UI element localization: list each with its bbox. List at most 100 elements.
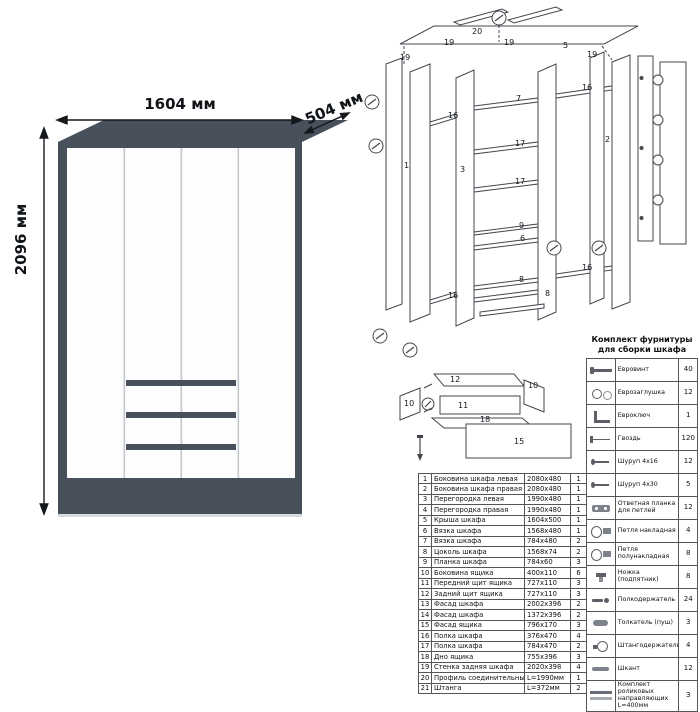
hardware-row: Евроключ 1 — [586, 404, 698, 428]
hexkey-icon — [589, 409, 613, 424]
parts-list-table: 1 Боковина шкафа левая 2080х480 1 2 Боко… — [418, 472, 587, 695]
part-number: 8 — [418, 546, 432, 558]
part-name: Полка шкафа — [431, 630, 525, 642]
hardware-kit: Комплект фурнитуры для сборки шкафа Евро… — [586, 335, 698, 712]
hardware-table: Евровинт 40 Еврозаглушка 12 Евроключ 1 Г… — [586, 358, 698, 712]
part-size: 1372х396 — [524, 609, 571, 621]
hardware-qty: 8 — [678, 542, 698, 566]
parts-table-row: 2 Боковина шкафа правая 2080х480 1 — [418, 483, 587, 495]
part-qty: 1 — [570, 472, 587, 485]
parts-table-row: 20 Профиль соединительный L=1990мм 1 — [418, 672, 587, 684]
hinge-callout-circle — [652, 154, 664, 166]
drawer-side-panel — [523, 379, 545, 413]
part-number: 15 — [418, 619, 432, 632]
hardware-row: Комплект роликовых направляющих L=400мм … — [586, 680, 698, 712]
screw-glyph — [371, 142, 381, 150]
part-name: Задний щит ящика — [431, 588, 525, 600]
plug-icon — [589, 386, 613, 401]
part-name: Перегородка левая — [431, 493, 525, 506]
hardware-row: Ножка (подпятник) 8 — [586, 565, 698, 589]
part-callout: 10 — [404, 399, 415, 408]
screw-glyph — [423, 383, 433, 389]
hardware-qty: 12 — [678, 450, 698, 474]
plinth — [473, 289, 539, 303]
exploded-drawing — [364, 6, 687, 358]
part-qty: 2 — [570, 535, 587, 548]
parts-table-row: 6 Вязка шкафа 1568х480 1 — [418, 525, 587, 537]
part-callout: 19 — [400, 53, 411, 62]
hardware-qty: 40 — [678, 358, 698, 382]
shelf — [473, 179, 539, 193]
hardware-qty: 12 — [678, 381, 698, 405]
hardware-qty: 8 — [678, 565, 698, 589]
part-callout: 15 — [514, 437, 525, 446]
screw-glyph — [594, 244, 604, 252]
part-size: 376х470 — [524, 630, 571, 642]
hardware-name: Толкатель (пуш) — [614, 611, 680, 635]
part-callout: 5 — [563, 41, 569, 50]
parts-table-row: 4 Перегородка правая 1990х480 1 — [418, 504, 587, 516]
part-number: 21 — [418, 682, 432, 695]
part-qty: 2 — [570, 546, 587, 558]
part-size: 1990х480 — [524, 504, 571, 516]
hardware-title-line1: Комплект фурнитуры — [591, 335, 693, 344]
part-callout: 19 — [444, 38, 455, 47]
part-qty: 2 — [570, 598, 587, 611]
parts-table-row: 17 Полка шкафа 784х470 2 — [418, 640, 587, 653]
part-number: 1 — [418, 472, 432, 485]
part-callout: 19 — [504, 38, 515, 47]
part-size: 1604х500 — [524, 514, 571, 527]
part-size: L=1990мм — [524, 672, 571, 684]
parts-table-row: 10 Боковина ящика 400х110 6 — [418, 567, 587, 579]
hardware-title-line2: для сборки шкафа — [597, 345, 687, 354]
part-size: 2080х480 — [524, 472, 571, 485]
part-size: 727х110 — [524, 577, 571, 590]
hardware-name: Петля полунакладная — [614, 542, 680, 566]
part-name: Боковина ящика — [431, 567, 525, 579]
hardware-name: Петля накладная — [614, 519, 680, 543]
screw-glyph — [367, 98, 377, 106]
wardrobe-top-face — [58, 120, 348, 142]
hardware-row: Петля полунакладная 8 — [586, 542, 698, 566]
screw-head — [417, 435, 423, 438]
hardware-name: Комплект роликовых направляющих L=400мм — [614, 680, 680, 712]
part-name: Фасад ящика — [431, 619, 525, 632]
parts-table-row: 3 Перегородка левая 1990х480 1 — [418, 493, 587, 506]
part-callout: 3 — [460, 165, 466, 174]
part-qty: 2 — [570, 682, 587, 695]
hardware-name: Штангодержатель — [614, 634, 680, 658]
part-size: 2020х398 — [524, 661, 571, 674]
hardware-name: Полкодержатель — [614, 588, 680, 612]
screw-glyph — [423, 407, 433, 413]
drawer-facade — [465, 423, 572, 459]
part-number: 19 — [418, 661, 432, 674]
part-name: Перегородка правая — [431, 504, 525, 516]
part-callout: 20 — [472, 27, 483, 36]
nail-icon — [589, 432, 613, 447]
part-qty: 1 — [570, 672, 587, 684]
part-qty: 2 — [570, 609, 587, 621]
drawer-handle-slot — [126, 444, 236, 450]
part-number: 6 — [418, 525, 432, 537]
hardware-qty: 4 — [678, 634, 698, 658]
part-size: 784х470 — [524, 640, 571, 653]
part-size: 1568х480 — [524, 525, 571, 537]
rod-holder-icon — [589, 639, 613, 654]
part-callout: 17 — [515, 177, 526, 186]
hardware-row: Ответная планка для петлей 12 — [586, 496, 698, 520]
guide-line — [601, 45, 613, 61]
dimension-arrows — [39, 112, 351, 516]
hardware-row: Шкант 12 — [586, 657, 698, 681]
part-number: 5 — [418, 514, 432, 527]
part-number: 18 — [418, 651, 432, 663]
euroscrew-icon — [589, 363, 613, 378]
door-panel — [637, 55, 654, 242]
part-callout: 12 — [450, 375, 461, 384]
slider-icon — [589, 688, 613, 703]
hardware-name: Еврозаглушка — [614, 381, 680, 405]
part-name: Профиль соединительный — [431, 672, 525, 684]
hardware-name: Шкант — [614, 657, 680, 681]
part-callout: 1 — [404, 161, 410, 170]
drawer-handle-slot — [126, 412, 236, 418]
door-gap — [180, 148, 183, 478]
